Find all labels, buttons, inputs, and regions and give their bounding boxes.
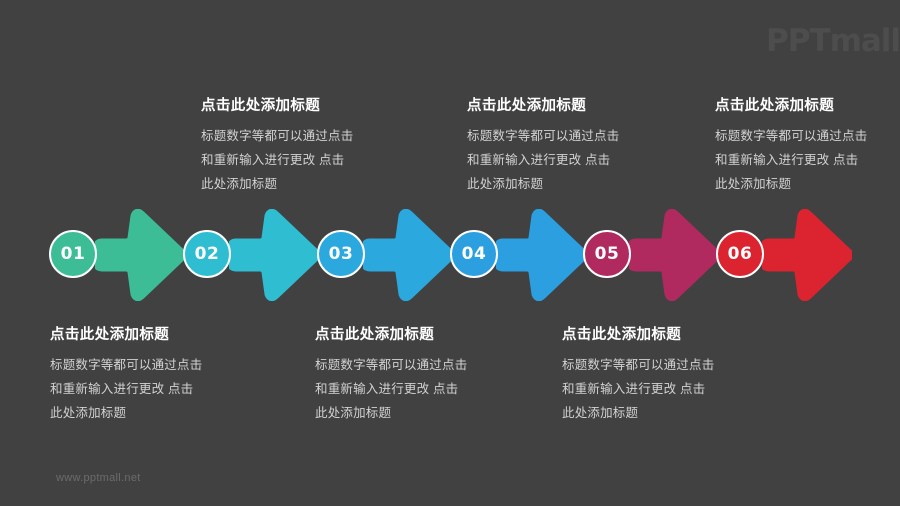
process-step-06[interactable]: 06 — [716, 204, 861, 308]
step-number: 03 — [328, 243, 354, 264]
arrow-icon — [360, 208, 456, 302]
text-block-line: 和重新输入进行更改 点击 — [201, 153, 345, 167]
text-block-line: 和重新输入进行更改 点击 — [467, 153, 611, 167]
text-block-line: 此处添加标题 — [315, 406, 392, 420]
text-block-top-1: 点击此处添加标题 标题数字等都可以通过点击 和重新输入进行更改 点击 此处添加标… — [201, 94, 416, 196]
text-block-title: 点击此处添加标题 — [315, 327, 435, 343]
text-block-top-3: 点击此处添加标题 标题数字等都可以通过点击 和重新输入进行更改 点击 此处添加标… — [715, 94, 900, 196]
process-step-05[interactable]: 05 — [583, 204, 728, 308]
process-step-03[interactable]: 03 — [317, 204, 462, 308]
text-block-line: 标题数字等都可以通过点击 — [562, 358, 715, 372]
step-number-badge[interactable]: 04 — [450, 230, 498, 278]
text-block-line: 标题数字等都可以通过点击 — [315, 358, 468, 372]
process-step-04[interactable]: 04 — [450, 204, 595, 308]
text-block-title: 点击此处添加标题 — [201, 98, 321, 114]
arrow-icon — [493, 208, 589, 302]
text-block-bottom-1: 点击此处添加标题 标题数字等都可以通过点击 和重新输入进行更改 点击 此处添加标… — [50, 323, 265, 425]
arrow-icon — [626, 208, 722, 302]
text-block-title: 点击此处添加标题 — [50, 327, 170, 343]
step-number: 01 — [60, 243, 86, 264]
step-number: 05 — [594, 243, 620, 264]
step-number-badge[interactable]: 02 — [183, 230, 231, 278]
text-block-line: 此处添加标题 — [50, 406, 127, 420]
text-block-title: 点击此处添加标题 — [715, 98, 835, 114]
process-step-01[interactable]: 01 — [49, 204, 194, 308]
arrow-icon — [92, 208, 188, 302]
text-block-line: 标题数字等都可以通过点击 — [467, 129, 620, 143]
step-number-badge[interactable]: 01 — [49, 230, 97, 278]
step-number-badge[interactable]: 03 — [317, 230, 365, 278]
text-block-title: 点击此处添加标题 — [562, 327, 682, 343]
text-block-top-2: 点击此处添加标题 标题数字等都可以通过点击 和重新输入进行更改 点击 此处添加标… — [467, 94, 682, 196]
step-number: 02 — [194, 243, 220, 264]
pptmall-logo: PPTmall — [766, 23, 900, 59]
step-number: 04 — [461, 243, 487, 264]
text-block-line: 此处添加标题 — [715, 177, 792, 191]
text-block-bottom-3: 点击此处添加标题 标题数字等都可以通过点击 和重新输入进行更改 点击 此处添加标… — [562, 323, 777, 425]
text-block-bottom-2: 点击此处添加标题 标题数字等都可以通过点击 和重新输入进行更改 点击 此处添加标… — [315, 323, 530, 425]
text-block-line: 和重新输入进行更改 点击 — [315, 382, 459, 396]
text-block-line: 和重新输入进行更改 点击 — [50, 382, 194, 396]
process-arrow-row: 01 02 03 — [0, 204, 900, 308]
footer-url: www.pptmall.net — [56, 472, 141, 484]
step-number: 06 — [727, 243, 753, 264]
arrow-icon — [759, 208, 855, 302]
arrow-icon — [226, 208, 322, 302]
step-number-badge[interactable]: 06 — [716, 230, 764, 278]
text-block-line: 标题数字等都可以通过点击 — [715, 129, 868, 143]
text-block-line: 和重新输入进行更改 点击 — [562, 382, 706, 396]
text-block-line: 此处添加标题 — [467, 177, 544, 191]
text-block-line: 标题数字等都可以通过点击 — [201, 129, 354, 143]
step-number-badge[interactable]: 05 — [583, 230, 631, 278]
text-block-line: 标题数字等都可以通过点击 — [50, 358, 203, 372]
process-step-02[interactable]: 02 — [183, 204, 328, 308]
text-block-title: 点击此处添加标题 — [467, 98, 587, 114]
text-block-line: 和重新输入进行更改 点击 — [715, 153, 859, 167]
text-block-line: 此处添加标题 — [562, 406, 639, 420]
text-block-line: 此处添加标题 — [201, 177, 278, 191]
